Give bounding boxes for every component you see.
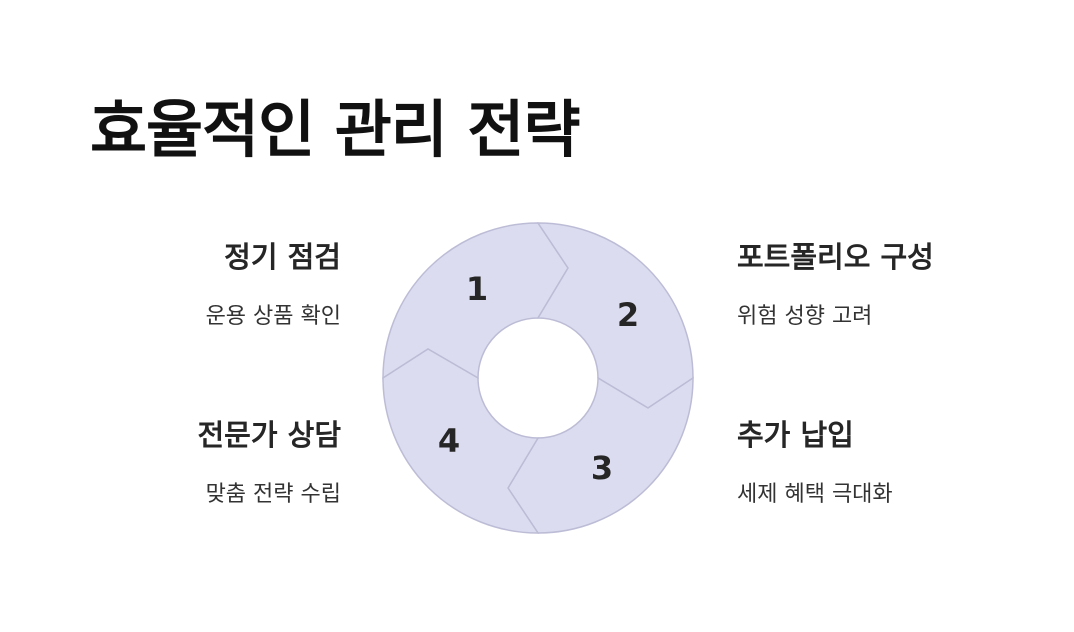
step-3-description: 세제 혜택 극대화	[737, 482, 893, 507]
step-4-title: 전문가 상담	[197, 418, 342, 452]
cycle-segment-2-number: 2	[617, 296, 639, 334]
cycle-segment-2	[536, 222, 694, 409]
cycle-segment-1-number: 1	[466, 270, 488, 308]
page-title: 효율적인 관리 전략	[90, 93, 580, 166]
cycle-segment-3-number: 3	[591, 449, 613, 487]
cycle-segment-4-number: 4	[438, 422, 460, 460]
cycle-segment-4	[382, 348, 540, 534]
cycle-diagram: 1 2 3 4	[382, 222, 694, 534]
step-1-description: 운용 상품 확인	[205, 304, 341, 329]
step-2-title: 포트폴리오 구성	[737, 240, 934, 274]
cycle-segment-1	[382, 222, 569, 380]
step-4-description: 맞춤 전략 수립	[205, 482, 341, 507]
step-3-title: 추가 납입	[737, 418, 854, 452]
cycle-segment-3	[507, 376, 694, 534]
step-1-title: 정기 점검	[224, 240, 341, 274]
step-2-description: 위험 성향 고려	[737, 304, 873, 329]
